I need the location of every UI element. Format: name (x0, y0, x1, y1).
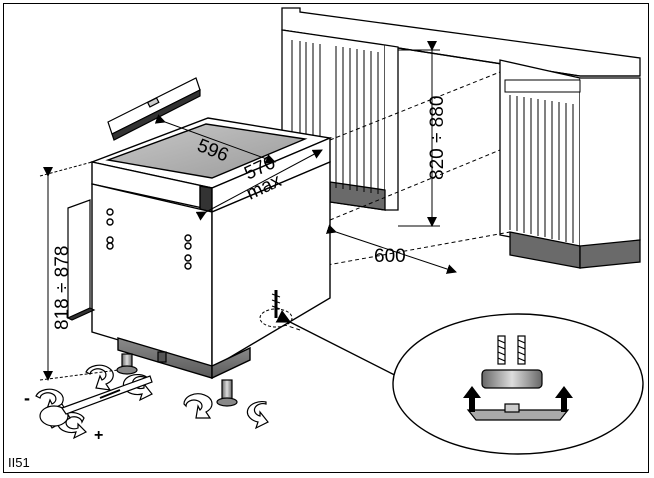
plus-sign: + (94, 427, 103, 444)
side-spirit-level (66, 199, 96, 321)
up-arrow-right-icon (555, 386, 573, 412)
dimension-cabinet-height: 820 ÷ 880 (427, 96, 448, 180)
dimension-clearance-600: 600 (374, 246, 406, 267)
dimension-lines (39, 41, 457, 381)
figure-code: II51 (8, 455, 30, 470)
minus-sign: - (24, 388, 30, 408)
screwdriver (39, 375, 153, 429)
foot-detail-callout (275, 310, 644, 455)
up-arrow-left-icon (463, 386, 481, 412)
adjustable-feet (116, 351, 238, 407)
right-cabinet-grooves (504, 79, 581, 243)
dimension-appliance-height: 818 ÷ 878 (52, 246, 73, 330)
